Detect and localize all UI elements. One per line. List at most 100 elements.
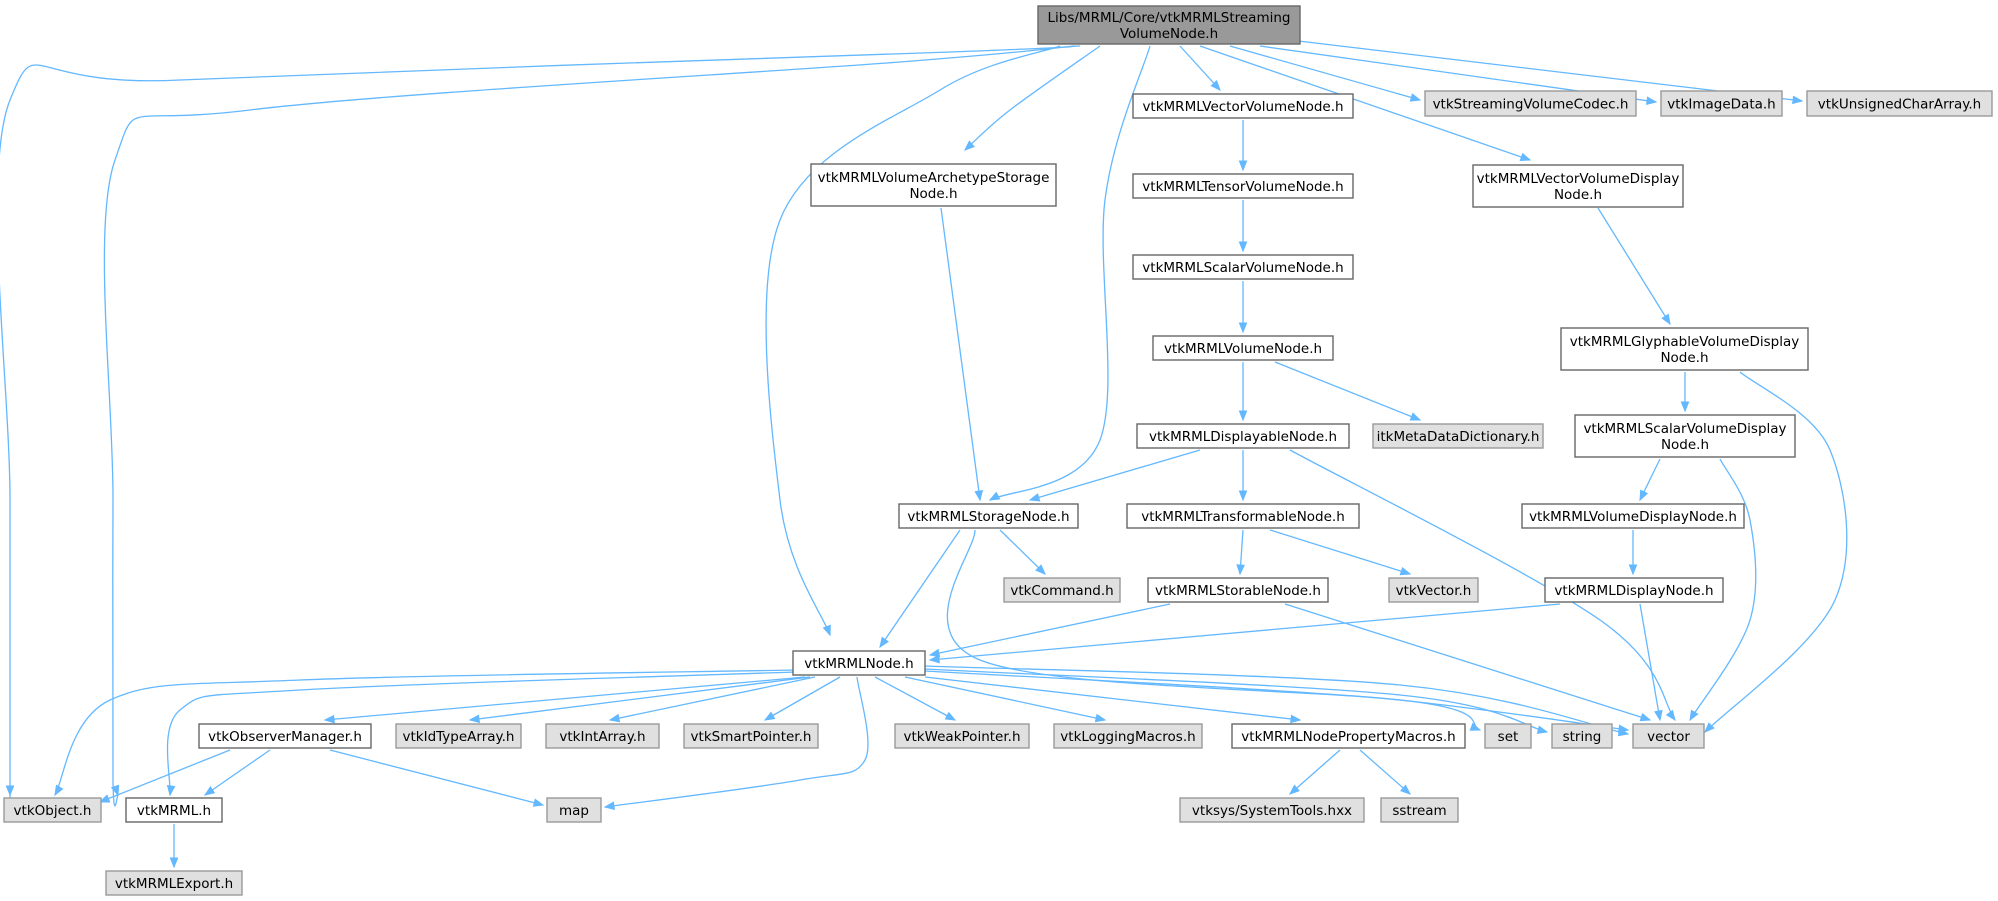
edge-line — [1179, 45, 1221, 91]
node-vtkMRMLVectorVolumeNode[interactable]: vtkMRMLVectorVolumeNode.h — [1132, 93, 1354, 119]
edge-root-to-vtkMRMLVectorVolumeDisplayNode — [1199, 45, 1532, 162]
edge-line — [166, 671, 796, 796]
edge-arrowhead — [1236, 564, 1245, 576]
node-label: string — [1563, 729, 1602, 745]
edge-arrowhead — [1238, 490, 1248, 502]
node-root[interactable]: Libs/MRML/Core/vtkMRMLStreamingVolumeNod… — [1037, 5, 1301, 45]
edge-vtkMRMLDisplayNode-to-vector — [1639, 603, 1663, 722]
edge-vtkMRMLVolumeDisplayNode-to-vtkMRMLDisplayNode — [1628, 530, 1638, 576]
edge-line — [1597, 207, 1671, 325]
node-label: vtkMRMLVolumeDisplayNode.h — [1529, 509, 1737, 525]
node-label: vtkLoggingMacros.h — [1060, 729, 1195, 745]
node-box — [1231, 723, 1466, 749]
node-box — [546, 797, 602, 823]
edge-vtkMRML-to-vtkMRMLExport — [169, 824, 179, 869]
edge-arrowhead — [5, 785, 15, 797]
edge-arrowhead — [928, 648, 941, 658]
node-vtkObserverManager[interactable]: vtkObserverManager.h — [198, 723, 372, 749]
edge-vtkMRMLNode-to-string — [924, 668, 1549, 734]
node-label: vtkMRMLDisplayableNode.h — [1149, 429, 1337, 445]
edge-vtkMRMLNode-to-set — [924, 670, 1482, 731]
node-vtkMRMLStorageNode[interactable]: vtkMRMLStorageNode.h — [898, 503, 1079, 529]
edge-vtkMRMLNode-to-vtkMRMLNodePropertyMacros — [924, 676, 1302, 724]
node-vtkMRMLNode[interactable]: vtkMRMLNode.h — [792, 650, 926, 676]
edge-vtkMRMLVolumeNode-to-vtkMRMLDisplayableNode — [1238, 362, 1248, 422]
edge-vtkMRMLDisplayableNode-to-vtkMRMLStorageNode — [1028, 449, 1201, 502]
edge-arrowhead — [1792, 95, 1804, 105]
edge-arrowhead — [1704, 722, 1715, 733]
edge-vtkMRMLNode-to-vtkIdTypeArray — [468, 676, 811, 724]
edge-vtkMRMLNodePropertyMacros-to-vtksysSystemTools — [1288, 749, 1341, 795]
edge-arrowhead — [964, 140, 975, 151]
edge-arrowhead — [928, 654, 940, 664]
node-vtkMRMLDisplayableNode[interactable]: vtkMRMLDisplayableNode.h — [1136, 423, 1350, 449]
edge-vtkMRMLTransformableNode-to-vtkVector — [1269, 529, 1412, 576]
edge-vtkMRMLNodePropertyMacros-to-sstream — [1359, 749, 1412, 795]
edge-arrowhead — [532, 798, 545, 807]
node-vtkMRMLExport: vtkMRMLExport.h — [105, 870, 243, 896]
node-box — [894, 723, 1030, 749]
node-label: vtkMRMLScalarVolumeNode.h — [1142, 260, 1343, 276]
node-label: vtkMRMLVectorVolumeNode.h — [1142, 99, 1343, 115]
edge-line — [1704, 371, 1848, 733]
node-label: vtkMRML.h — [137, 803, 211, 819]
edge-arrowhead — [1409, 412, 1422, 421]
edge-vtkMRMLDisplayableNode-to-vtkMRMLTransformableNode — [1238, 450, 1248, 502]
edge-arrowhead — [1409, 93, 1422, 102]
node-box — [1660, 90, 1783, 117]
node-vtkMRMLScalarVolumeNode[interactable]: vtkMRMLScalarVolumeNode.h — [1132, 254, 1354, 280]
node-label: vtkMRMLNodePropertyMacros.h — [1241, 729, 1455, 745]
edge-arrowhead — [1238, 241, 1248, 253]
edge-line — [1269, 529, 1411, 575]
node-label: vtksys/SystemTools.hxx — [1192, 803, 1352, 819]
edge-vtkMRMLNode-to-vector — [924, 665, 1630, 737]
node-label: vtkObserverManager.h — [208, 729, 362, 745]
edge-arrowhead — [1536, 725, 1549, 734]
edge-line — [929, 603, 1171, 656]
node-box — [1544, 577, 1724, 603]
node-box — [1424, 90, 1637, 117]
node-vtkMRMLTransformableNode[interactable]: vtkMRMLTransformableNode.h — [1126, 503, 1360, 529]
node-vtkObject: vtkObject.h — [3, 797, 102, 823]
edge-line — [469, 676, 811, 721]
node-vtkMRMLDisplayNode[interactable]: vtkMRMLDisplayNode.h — [1544, 577, 1724, 603]
node-box — [1037, 5, 1301, 45]
edge-arrowhead — [1628, 564, 1638, 576]
node-vtkIdTypeArray: vtkIdTypeArray.h — [395, 723, 522, 749]
edge-line — [1639, 603, 1661, 721]
edge-arrowhead — [98, 794, 111, 803]
node-vtkIntArray: vtkIntArray.h — [545, 723, 660, 749]
edge-arrowhead — [1661, 313, 1671, 326]
node-box — [1472, 164, 1684, 208]
edge-vtkMRMLNode-to-vtkObserverManager — [323, 676, 806, 724]
edge-arrowhead — [1035, 564, 1046, 575]
edge-line — [1274, 361, 1421, 421]
node-label: vtkMRMLExport.h — [115, 876, 233, 892]
edge-vtkObserverManager-to-vtkObject — [98, 749, 231, 803]
node-box — [1521, 503, 1745, 529]
node-vtkMRML[interactable]: vtkMRML.h — [125, 797, 223, 823]
edge-arrowhead — [608, 713, 621, 723]
node-label: vtkSmartPointer.h — [691, 729, 812, 745]
node-string: string — [1551, 723, 1613, 749]
node-vtkStreamingVolumeCodec: vtkStreamingVolumeCodec.h — [1424, 90, 1637, 117]
node-label: vector — [1647, 729, 1690, 745]
node-label: vtkImageData.h — [1667, 97, 1775, 113]
edge-line — [604, 676, 869, 808]
node-vtkMRMLVolumeDisplayNode[interactable]: vtkMRMLVolumeDisplayNode.h — [1521, 503, 1745, 529]
node-box — [792, 650, 926, 676]
edge-root-to-vtkObject — [0, 45, 1081, 806]
node-vtkMRMLNodePropertyMacros[interactable]: vtkMRMLNodePropertyMacros.h — [1231, 723, 1466, 749]
edge-arrowhead — [1665, 709, 1676, 722]
node-label: set — [1498, 729, 1519, 745]
node-vtkMRMLTensorVolumeNode[interactable]: vtkMRMLTensorVolumeNode.h — [1132, 173, 1354, 199]
node-label: vtkUnsignedCharArray.h — [1818, 97, 1981, 113]
node-vtkMRMLVolumeNode[interactable]: vtkMRMLVolumeNode.h — [1152, 335, 1334, 361]
node-label: vtkIdTypeArray.h — [403, 729, 515, 745]
node-vtkMRMLStorableNode[interactable]: vtkMRMLStorableNode.h — [1147, 577, 1329, 603]
node-box — [898, 503, 1079, 529]
